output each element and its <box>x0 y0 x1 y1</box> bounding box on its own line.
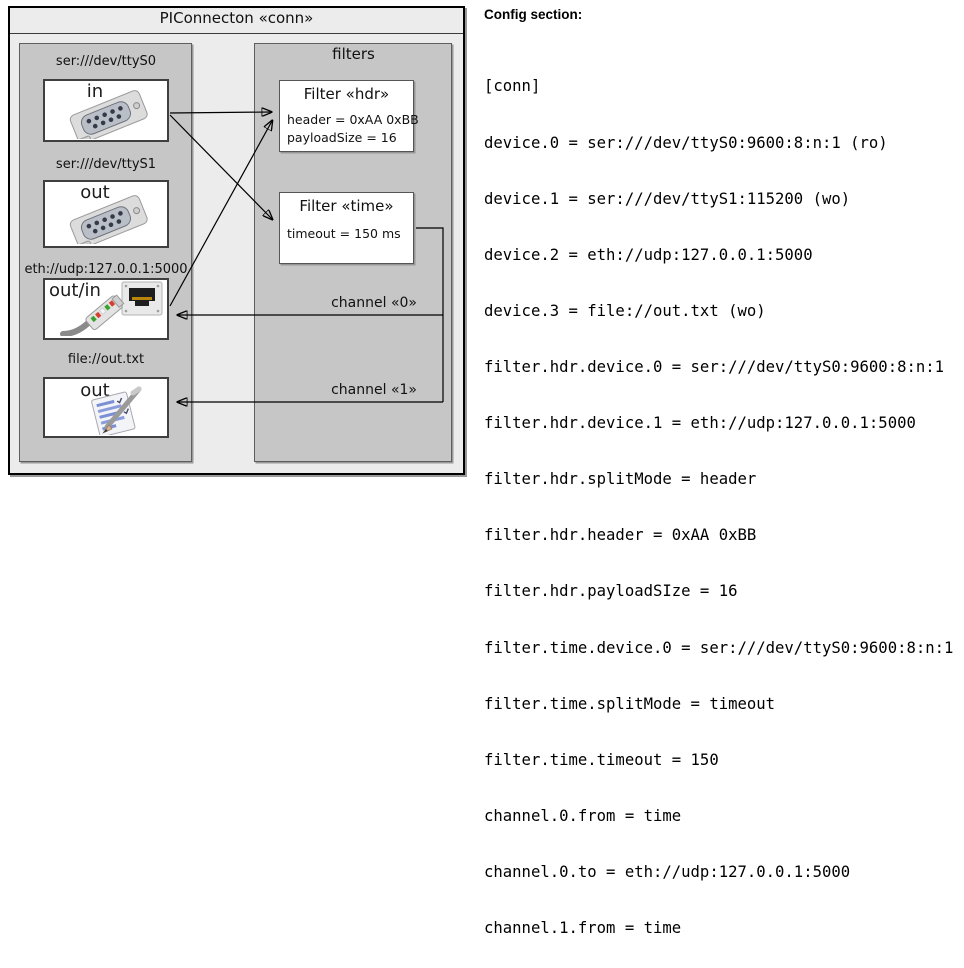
config-line: filter.time.splitMode = timeout <box>484 694 776 713</box>
filter-hdr-attr-header: header = 0xAA 0xBB <box>287 112 419 127</box>
config-line: filter.hdr.payloadSIze = 16 <box>484 582 738 601</box>
channel-0-label: channel «0» <box>331 295 417 311</box>
config-line: channel.0.from = time <box>484 806 682 825</box>
config-line: [conn] <box>484 77 541 96</box>
filter-time-box: Filter «time» timeout = 150 ms <box>279 192 414 264</box>
config-line: filter.hdr.header = 0xAA 0xBB <box>484 526 757 545</box>
config-line: filter.hdr.splitMode = header <box>484 470 757 489</box>
notepad-file-icon <box>91 386 142 435</box>
filter-hdr-title: Filter «hdr» <box>303 85 390 103</box>
filters-group-title: filters <box>332 45 375 63</box>
config-line: device.0 = ser:///dev/ttyS0:9600:8:n:1 (… <box>484 133 888 152</box>
diagram-title: PIConnecton «conn» <box>159 9 314 27</box>
device-label-ttys1: ser:///dev/ttyS1 <box>55 157 157 172</box>
title-separator <box>10 33 463 34</box>
device-label-eth: eth://udp:127.0.0.1:5000 <box>24 262 188 277</box>
ethernet-rj45-icon <box>60 281 163 336</box>
config-text: [conn] device.0 = ser:///dev/ttyS0:9600:… <box>484 40 953 968</box>
serial-db9-icon <box>69 90 148 139</box>
config-line: channel.0.to = eth://udp:127.0.0.1:5000 <box>484 862 851 881</box>
serial-db9-icon <box>69 195 148 244</box>
config-line: channel.1.from = time <box>484 919 682 938</box>
device-box-file: out <box>43 377 169 438</box>
device-label-ttys0: ser:///dev/ttyS0 <box>55 54 157 69</box>
config-line: device.2 = eth://udp:127.0.0.1:5000 <box>484 245 813 264</box>
config-line: filter.hdr.device.0 = ser:///dev/ttyS0:9… <box>484 357 945 376</box>
device-box-ttys1: out <box>43 180 169 248</box>
config-line: device.3 = file://out.txt (wo) <box>484 301 766 320</box>
filter-time-title: Filter «time» <box>299 197 394 215</box>
device-port-label: out/in <box>49 280 101 301</box>
filter-hdr-box: Filter «hdr» header = 0xAA 0xBB payloadS… <box>279 80 419 152</box>
config-line: filter.time.timeout = 150 <box>484 750 719 769</box>
device-label-file: file://out.txt <box>67 352 145 367</box>
device-port-label: out <box>80 182 110 203</box>
device-port-label: in <box>86 81 104 102</box>
device-box-ttys0: in <box>43 79 169 142</box>
device-port-label: out <box>80 380 110 401</box>
config-line: device.1 = ser:///dev/ttyS1:115200 (wo) <box>484 189 851 208</box>
config-section-heading: Config section: <box>484 7 583 22</box>
device-box-eth: out/in <box>43 278 169 340</box>
channel-1-label: channel «1» <box>331 382 417 398</box>
filter-hdr-attr-payloadsize: payloadSize = 16 <box>287 130 397 145</box>
filter-time-attr-timeout: timeout = 150 ms <box>287 226 401 241</box>
config-line: filter.hdr.device.1 = eth://udp:127.0.0.… <box>484 414 916 433</box>
config-line: filter.time.device.0 = ser:///dev/ttyS0:… <box>484 638 954 657</box>
